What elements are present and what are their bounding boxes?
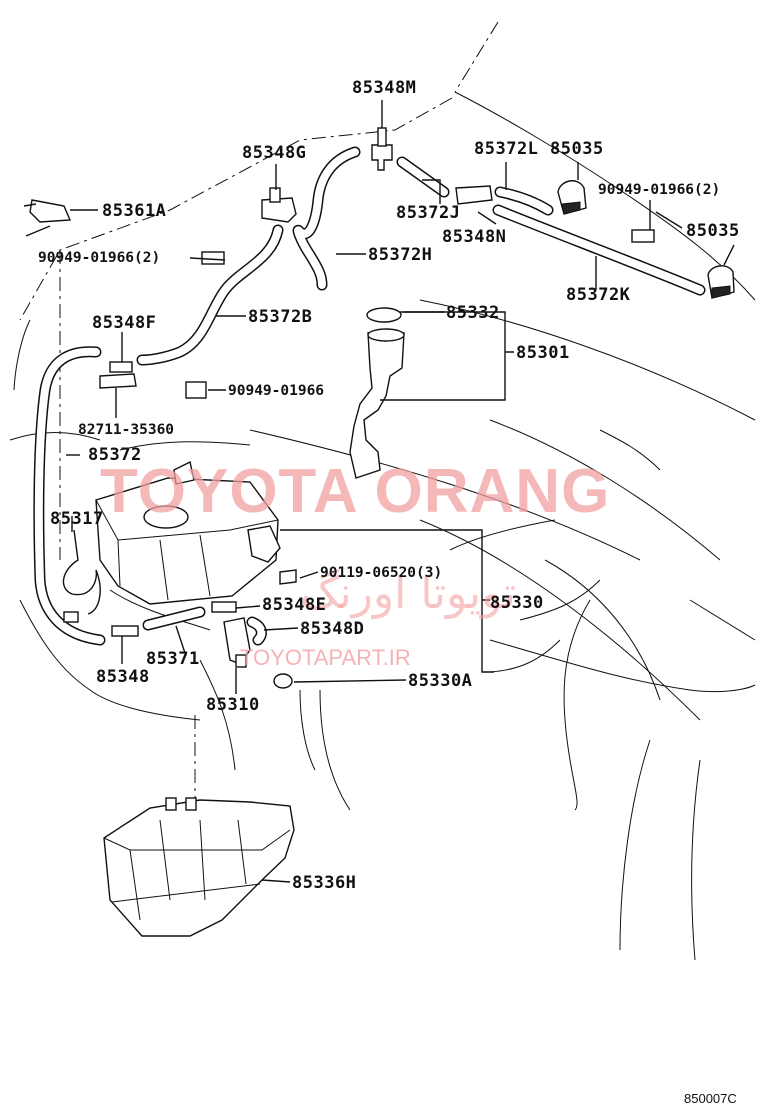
label-82711: 82711-35360	[78, 422, 174, 438]
label-85372b: 85372B	[248, 307, 312, 327]
label-85372j: 85372J	[396, 203, 460, 223]
connectors	[23, 127, 735, 689]
watermark-persian: تویوتا اورنگ	[300, 568, 516, 619]
watermark-url: TOYOTAPART.IR	[240, 645, 411, 670]
connector-85348	[111, 625, 139, 637]
clip-90949-b	[201, 251, 225, 265]
label-90949-2-a: 90949-01966(2)	[598, 182, 720, 198]
part-labels: 85348M 85348G 85372L 85035 90949-01966(2…	[38, 78, 740, 1106]
diagram-code: 850007C	[684, 1091, 737, 1106]
label-85336h: 85336H	[292, 873, 356, 893]
connector-85348f	[109, 361, 133, 373]
grommet-85330a	[273, 673, 293, 689]
label-85348n: 85348N	[442, 227, 506, 247]
label-85361a: 85361A	[102, 201, 166, 221]
label-85348: 85348	[96, 667, 150, 687]
bracket-85361a	[29, 199, 72, 223]
joint-85348n	[455, 185, 493, 205]
label-85372l: 85372L	[474, 139, 538, 159]
label-90119: 90119-06520(3)	[320, 565, 442, 581]
label-85371: 85371	[146, 649, 200, 669]
leader-lines	[66, 100, 735, 883]
body-outline	[9, 21, 756, 961]
label-85348e: 85348E	[262, 595, 326, 615]
label-85332: 85332	[446, 303, 500, 323]
label-85372: 85372	[88, 445, 142, 465]
label-85372k: 85372K	[566, 285, 631, 305]
label-85348d: 85348D	[300, 619, 364, 639]
clip-90949-c	[185, 381, 207, 399]
gasket-85332	[366, 307, 402, 323]
label-85317: 85317	[50, 509, 104, 529]
label-85330: 85330	[490, 593, 544, 613]
connector-85348e	[211, 601, 237, 613]
label-85372h: 85372H	[368, 245, 432, 265]
label-85348m: 85348M	[352, 78, 416, 98]
t-joint-85348m	[371, 144, 393, 171]
label-85035-b: 85035	[686, 221, 740, 241]
bolt-90119	[279, 569, 297, 585]
clip-90949-a	[631, 229, 655, 243]
label-85348g: 85348G	[242, 143, 306, 163]
watermark: TOYOTA ORANG تویوتا اورنگ TOYOTAPART.IR	[100, 457, 610, 670]
label-85310: 85310	[206, 695, 260, 715]
t-joint-85348g	[261, 197, 297, 223]
label-90949-2-b: 90949-01966(2)	[38, 250, 160, 266]
label-85301: 85301	[516, 343, 570, 363]
label-85330a: 85330A	[408, 671, 472, 691]
washer-reservoir-85330	[95, 460, 281, 605]
clip-82711	[99, 373, 137, 389]
filler-neck-85301	[349, 332, 405, 479]
label-85348f: 85348F	[92, 313, 156, 333]
watermark-brand: TOYOTA ORANG	[100, 457, 610, 526]
label-85035-a: 85035	[550, 139, 604, 159]
washer-hoses	[33, 146, 706, 646]
label-90949: 90949-01966	[228, 383, 324, 399]
under-cover-85336h	[103, 797, 295, 937]
